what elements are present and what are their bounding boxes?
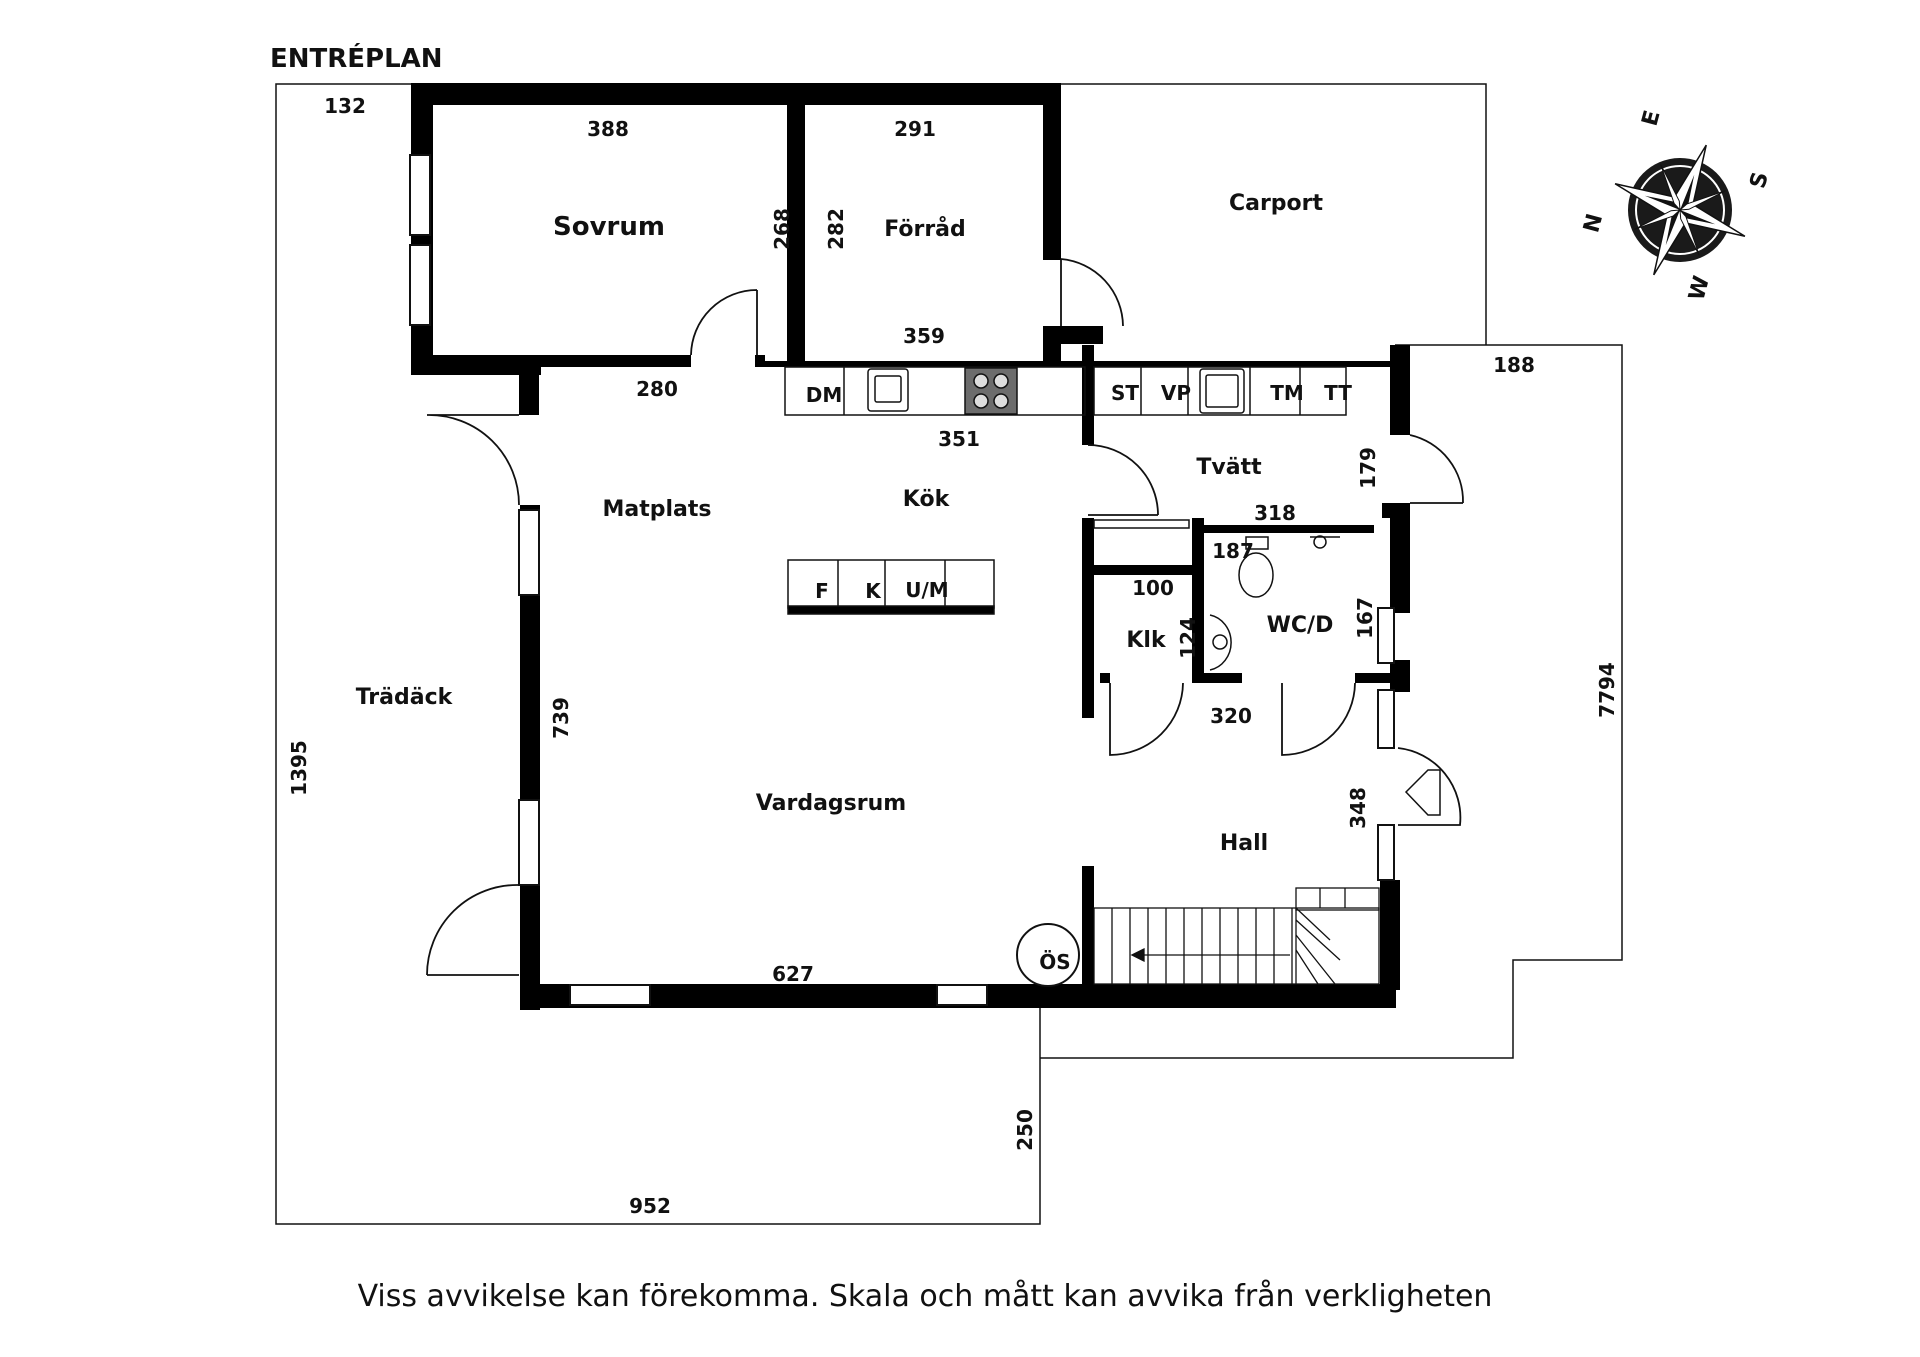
dim-282: 282 [824,208,848,250]
dim-100: 100 [1132,576,1174,600]
room-klk: Klk [1126,628,1167,653]
dim-280: 280 [636,377,678,401]
window [1377,824,1395,881]
dim-359: 359 [903,324,945,348]
room-kok: Kök [903,487,951,512]
terrace-outline [1040,344,1623,1059]
dim-348: 348 [1346,787,1370,829]
label-f: F [815,579,829,603]
door-matplats [426,414,520,506]
room-sovrum: Sovrum [553,212,665,242]
doors [426,258,1464,976]
dim-1395: 1395 [287,740,311,796]
room-vardagsrum: Vardagsrum [756,791,906,816]
windows [409,154,1395,1006]
room-matplats: Matplats [602,497,711,522]
compass-rose [1614,144,1746,276]
label-vp: VP [1161,381,1191,405]
label-tm: TM [1270,381,1304,405]
window [936,984,988,1006]
dim-739: 739 [549,697,573,739]
dim-952: 952 [629,1194,671,1218]
room-tvatt: Tvätt [1196,455,1262,480]
window [409,244,431,326]
compass-e: E [1638,108,1666,129]
dim-318: 318 [1254,501,1296,525]
outline-lines [275,83,1623,1225]
dim-291: 291 [894,117,936,141]
door-forrad [1060,258,1124,327]
dim-179: 179 [1356,447,1380,489]
label-st: ST [1111,381,1139,405]
room-wcd: WC/D [1267,613,1334,638]
dim-388: 388 [587,117,629,141]
carport-outline [1060,83,1487,345]
compass-w: W [1685,273,1715,303]
dim-167: 167 [1353,597,1377,639]
door-klk [1109,682,1184,756]
room-hall: Hall [1220,831,1268,856]
door-tvatt [1087,444,1159,516]
window [569,984,651,1006]
label-tt: TT [1324,381,1352,405]
door-wc [1281,682,1356,756]
door-vardagsrum [426,884,520,976]
window [1377,607,1395,664]
entrance-arrow [1404,769,1441,816]
washbasin [1209,614,1232,671]
dim-7794: 7794 [1595,662,1619,718]
kitchen-island [787,559,995,615]
label-k: K [865,579,882,603]
dim-250: 250 [1013,1109,1037,1151]
window [1377,689,1395,749]
door-sovrum [690,289,758,356]
window [518,799,540,886]
oven-circle [1016,923,1080,987]
dim-132: 132 [324,94,366,118]
dim-188: 188 [1493,353,1535,377]
dim-124: 124 [1176,617,1200,659]
wc-fixtures [1093,519,1340,671]
stairs [1093,887,1380,985]
dim-187: 187 [1212,539,1254,563]
door-entrance [1397,747,1462,826]
window [518,509,540,596]
dim-320: 320 [1210,704,1252,728]
door-outside-tvatt [1409,434,1464,504]
kitchen-counter [784,366,1347,416]
room-tradack: Trädäck [356,685,454,710]
room-forrad: Förråd [884,216,966,242]
label-um: U/M [905,578,948,602]
deck-outline [275,83,1041,1225]
dim-268: 268 [770,208,794,250]
dim-627: 627 [772,962,814,986]
compass-s: S [1746,169,1774,191]
label-os: ÖS [1039,950,1070,974]
toilet [1238,552,1274,598]
compass-n: N [1579,211,1608,235]
plan-title: ENTRÉPLAN [270,42,443,74]
label-dm: DM [806,383,843,407]
window [409,154,431,236]
dim-351: 351 [938,427,980,451]
room-carport: Carport [1229,191,1324,216]
disclaimer-text: Viss avvikelse kan förekomma. Skala och … [358,1279,1493,1314]
